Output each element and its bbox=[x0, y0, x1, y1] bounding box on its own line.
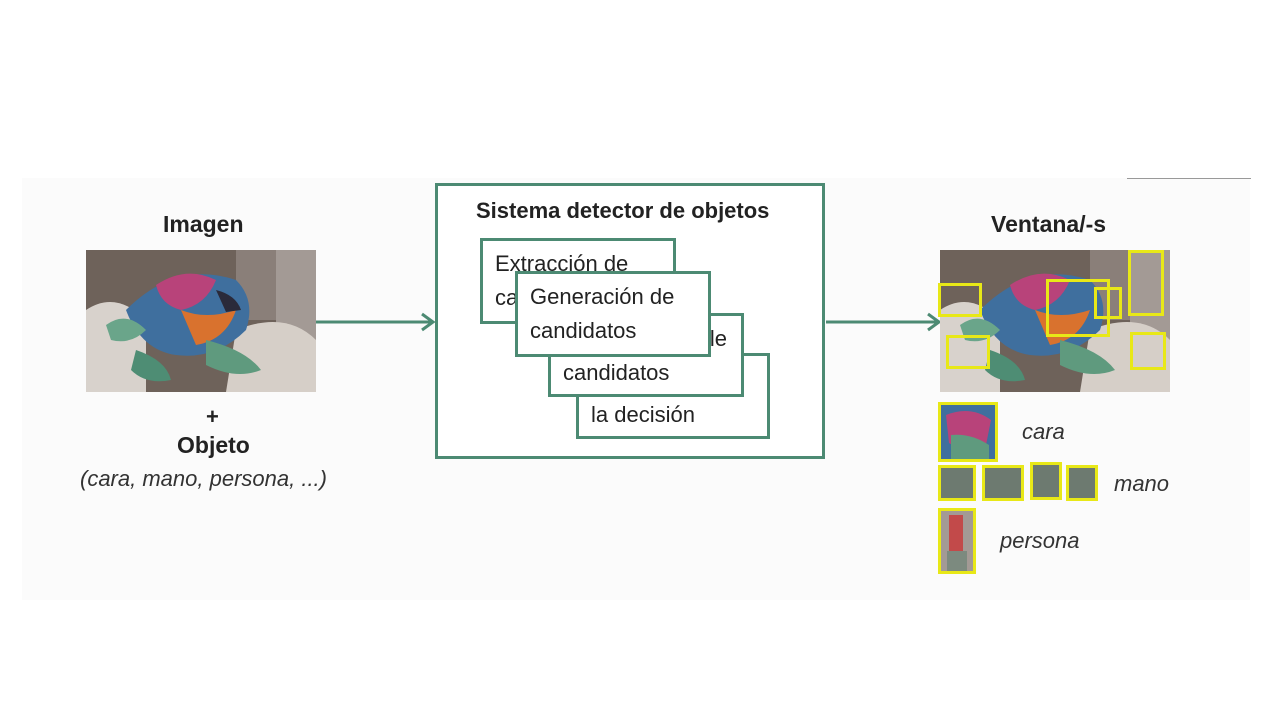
stage-candidate-generation: Generación de candidatos bbox=[515, 271, 711, 357]
output-title: Ventana/-s bbox=[991, 211, 1107, 237]
stage-line: le bbox=[709, 326, 727, 351]
object-examples: (cara, mano, persona, ...) bbox=[80, 466, 327, 491]
detection-box bbox=[946, 335, 990, 369]
divider-line bbox=[1127, 178, 1251, 179]
stage-line: ca bbox=[495, 285, 519, 310]
stage-line: Generación de bbox=[530, 284, 675, 309]
crop-hand bbox=[982, 465, 1024, 501]
input-arrow bbox=[316, 312, 436, 332]
input-image-title: Imagen bbox=[163, 211, 244, 237]
crop-hand bbox=[1030, 462, 1062, 500]
detection-box bbox=[1094, 287, 1122, 319]
detection-box bbox=[938, 283, 982, 317]
stage-line: la decisión bbox=[591, 402, 695, 427]
detection-box bbox=[1128, 250, 1164, 316]
category-label-person: persona bbox=[1000, 528, 1080, 553]
detection-box bbox=[1046, 279, 1110, 337]
crop-hand bbox=[938, 465, 976, 501]
category-label-hand: mano bbox=[1114, 471, 1170, 496]
detection-box bbox=[1130, 332, 1166, 370]
category-label-face: cara bbox=[1022, 419, 1065, 444]
crop-hand bbox=[1066, 465, 1098, 501]
stage-line: candidatos bbox=[530, 318, 637, 343]
crop-face bbox=[938, 402, 998, 462]
output-arrow bbox=[826, 312, 942, 332]
crop-person bbox=[938, 508, 976, 574]
system-title: Sistema detector de objetos bbox=[476, 198, 770, 223]
input-image bbox=[86, 250, 316, 392]
input-object-title: Objeto bbox=[177, 432, 250, 458]
stage-line: candidatos bbox=[563, 360, 670, 385]
plus-sign: + bbox=[206, 404, 219, 429]
